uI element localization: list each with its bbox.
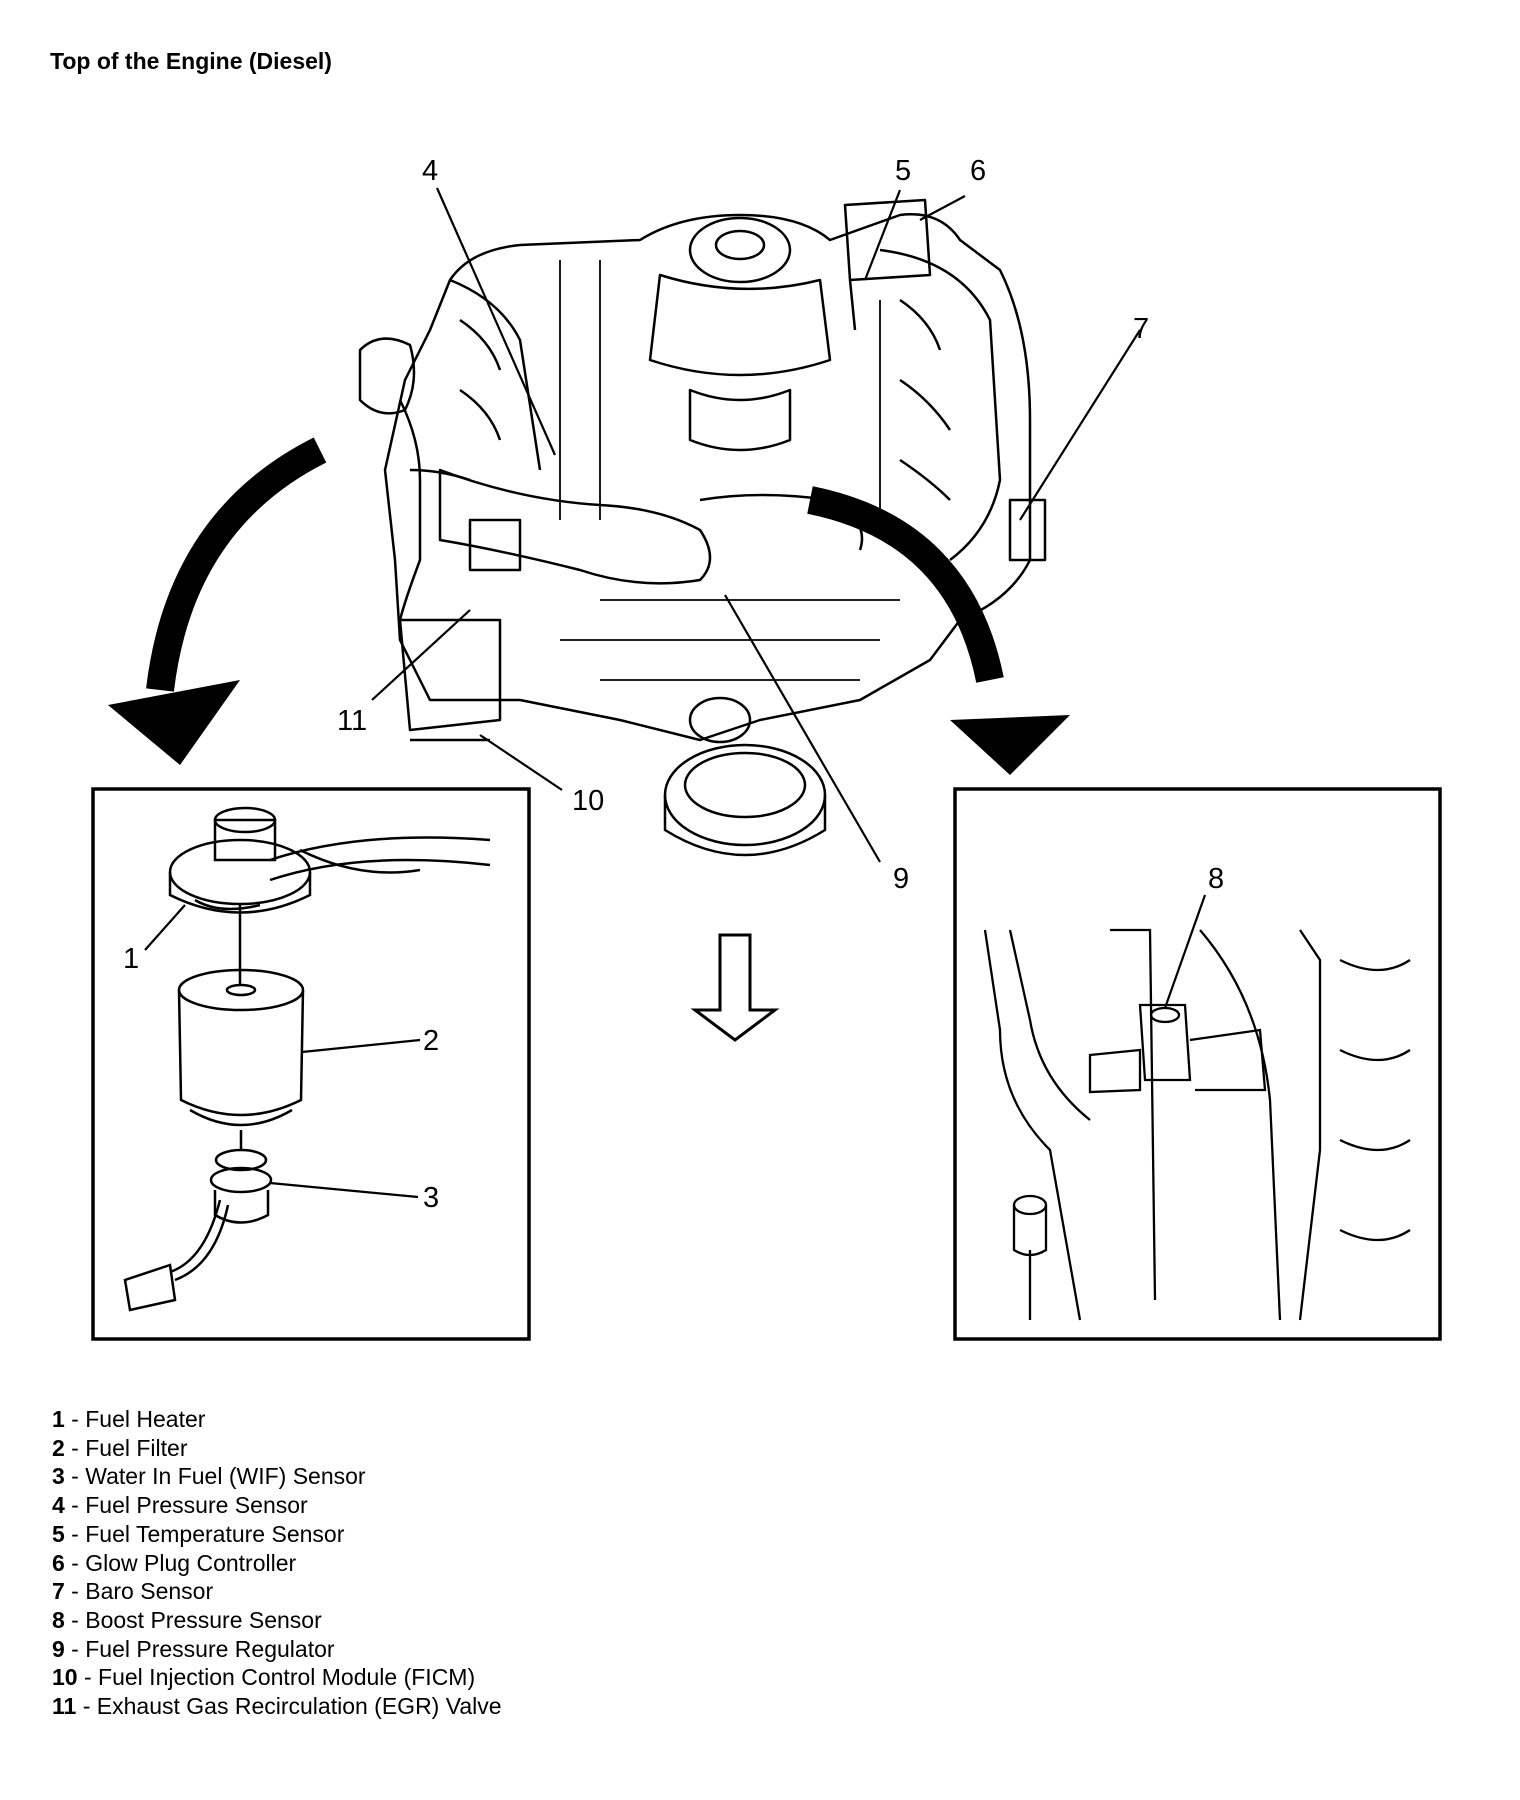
callout-1: 1 — [123, 943, 139, 975]
callout-5: 5 — [895, 155, 911, 187]
callout-10: 10 — [572, 785, 604, 817]
legend-number: 4 — [52, 1492, 65, 1519]
legend-text: Fuel Filter — [85, 1434, 188, 1461]
callout-7: 7 — [1133, 313, 1149, 345]
callout-8: 8 — [1208, 863, 1224, 895]
callout-6: 6 — [970, 155, 986, 187]
legend-number: 3 — [52, 1463, 65, 1490]
callout-2: 2 — [423, 1025, 439, 1057]
legend-number: 6 — [52, 1549, 65, 1576]
legend-text: Boost Pressure Sensor — [85, 1606, 322, 1633]
legend-item: 2 - Fuel Filter — [52, 1434, 188, 1461]
legend-text: Fuel Temperature Sensor — [85, 1520, 345, 1547]
legend-text: Fuel Pressure Sensor — [85, 1492, 308, 1519]
callout-3: 3 — [423, 1182, 439, 1214]
legend-text: Fuel Injection Control Module (FICM) — [98, 1664, 476, 1691]
legend-number: 2 — [52, 1434, 65, 1461]
legend-number: 10 — [52, 1664, 78, 1691]
legend-number: 1 — [52, 1406, 65, 1432]
legend-text: Exhaust Gas Recirculation (EGR) Valve — [96, 1693, 502, 1720]
legend-text: Water In Fuel (WIF) Sensor — [85, 1463, 366, 1490]
legend-number: 5 — [52, 1520, 65, 1547]
boost-sensor-inset — [953, 787, 1442, 1341]
legend-item: 9 - Fuel Pressure Regulator — [52, 1635, 335, 1662]
legend-item: 7 - Baro Sensor — [52, 1578, 214, 1605]
right-curved-arrow — [807, 486, 1070, 775]
legend-text: Fuel Heater — [85, 1406, 206, 1432]
callout-9: 9 — [893, 863, 909, 895]
legend-item: 1 - Fuel Heater — [52, 1406, 206, 1432]
legend-item: 6 - Glow Plug Controller — [52, 1549, 297, 1576]
legend-number: 8 — [52, 1606, 65, 1633]
legend-number: 9 — [52, 1635, 65, 1662]
legend-number: 11 — [52, 1693, 77, 1720]
legend-item: 11 - Exhaust Gas Recirculation (EGR) Val… — [52, 1693, 502, 1720]
callout-4: 4 — [422, 155, 438, 187]
legend: 1 - Fuel Heater 2 - Fuel Filter 3 - Wate… — [52, 1405, 502, 1721]
legend-item: 5 - Fuel Temperature Sensor — [52, 1520, 345, 1547]
legend-item: 10 - Fuel Injection Control Module (FICM… — [52, 1664, 476, 1691]
leader-lines — [144, 187, 1207, 1199]
legend-text: Baro Sensor — [85, 1578, 214, 1605]
legend-number: 7 — [52, 1578, 65, 1605]
left-curved-arrow — [108, 437, 327, 765]
legend-item: 4 - Fuel Pressure Sensor — [52, 1492, 308, 1519]
engine-illustration — [358, 198, 1047, 857]
page-title: Top of the Engine (Diesel) — [50, 48, 332, 74]
legend-text: Glow Plug Controller — [85, 1549, 297, 1576]
legend-item: 3 - Water In Fuel (WIF) Sensor — [52, 1463, 366, 1490]
fuel-filter-inset — [91, 787, 531, 1341]
down-arrow-icon — [690, 933, 780, 1042]
legend-item: 8 - Boost Pressure Sensor — [52, 1606, 322, 1633]
callout-labels: 4 5 6 7 11 10 9 8 1 2 3 — [123, 155, 1224, 1214]
callout-11: 11 — [337, 705, 367, 737]
legend-text: Fuel Pressure Regulator — [85, 1635, 335, 1662]
